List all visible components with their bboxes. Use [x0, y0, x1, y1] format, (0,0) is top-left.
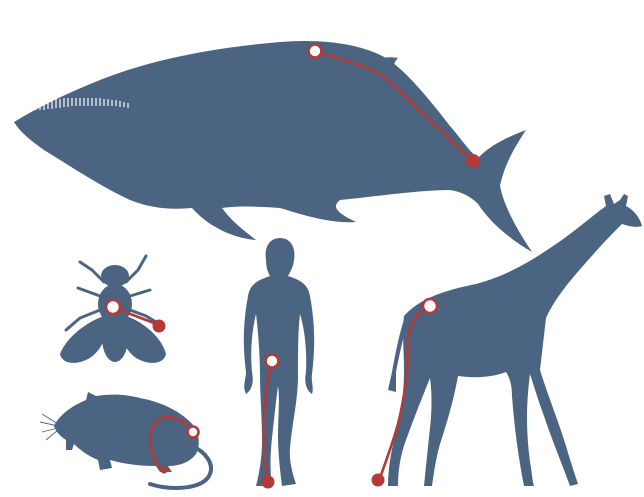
human-figure [244, 238, 314, 489]
whale-silhouette [14, 41, 532, 252]
fly-figure [60, 256, 166, 363]
whale-end-marker [466, 154, 480, 168]
rat-figure [40, 392, 211, 488]
fly-start-marker [106, 300, 120, 314]
fly-wing-left [60, 316, 106, 363]
rat-silhouette [54, 392, 199, 472]
rat-end-marker [161, 467, 168, 474]
fly-head [101, 265, 129, 287]
whale-start-marker [309, 45, 322, 58]
human-start-marker [266, 355, 279, 368]
giraffe-figure [372, 194, 643, 487]
human-end-marker [262, 476, 275, 489]
whale-figure [14, 41, 532, 252]
fly-abdomen [102, 314, 128, 362]
fly-end-marker [153, 320, 166, 333]
giraffe-end-marker [372, 474, 385, 487]
rat-start-marker [188, 427, 199, 438]
giraffe-start-marker [423, 299, 437, 313]
